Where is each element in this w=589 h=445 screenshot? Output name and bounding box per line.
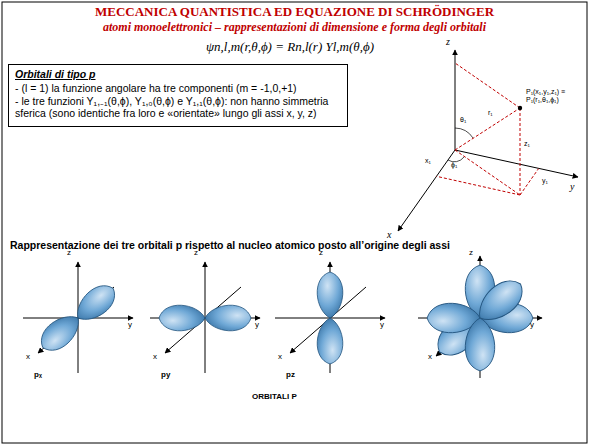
pz-orbital xyxy=(275,262,385,373)
axis-label: y xyxy=(255,320,259,329)
box-heading: Orbitali di tipo p xyxy=(15,68,341,81)
slide-subtitle: atomi monoelettronici – rappresentazioni… xyxy=(0,21,589,35)
coordinate-label: x₁ xyxy=(425,157,431,165)
wavefunction-formula: ψn,l,m(r,θ,ϕ) = Rn,l(r) Yl,m(θ,ϕ) xyxy=(160,40,420,55)
angle-label: θ₁ xyxy=(460,116,466,124)
px-orbital xyxy=(23,262,133,373)
point-label: P₁(x₁,y₁,z₁) ≡ P₁(r₁,θ₁,ϕ₁) xyxy=(526,88,586,104)
axis-label: z xyxy=(194,248,198,257)
combined-orbitals xyxy=(418,256,542,378)
axis-label: z xyxy=(319,248,323,257)
coordinate-label: y₁ xyxy=(542,177,548,185)
axis-label: x xyxy=(278,352,282,361)
radius-label: r₁ xyxy=(488,109,493,117)
orbital-name: pₓ xyxy=(34,370,42,379)
axis-label: x xyxy=(428,352,432,361)
axis-label: y xyxy=(380,320,384,329)
bullet-text: - (l = 1) la funzione angolare ha tre co… xyxy=(15,82,341,95)
slide-title: MECCANICA QUANTISTICA ED EQUAZIONE DI SC… xyxy=(0,5,589,20)
axis-label: y xyxy=(530,320,534,329)
axis-label: z xyxy=(446,36,450,48)
axis-label: z xyxy=(469,248,473,257)
axis-label: x xyxy=(387,229,391,241)
figure-caption: ORBITALI P xyxy=(252,392,297,401)
axis-label: y xyxy=(128,320,132,329)
axis-label: z xyxy=(67,248,71,257)
axis-label: x xyxy=(153,352,157,361)
axis-label: x xyxy=(26,352,30,361)
orbital-name: py xyxy=(161,370,170,379)
section-caption: Rappresentazione dei tre orbitali p risp… xyxy=(10,239,450,251)
coordinate-label: z₁ xyxy=(524,140,530,148)
coordinate-system xyxy=(398,50,578,231)
py-orbital xyxy=(150,262,260,373)
bullet-text: - le tre funzioni Y₁,₋₁(θ,ϕ), Y₁,₀(θ,ϕ) … xyxy=(15,95,341,121)
axis-label: y xyxy=(570,181,574,193)
text-box: Orbitali di tipo p- (l = 1) la funzione … xyxy=(8,64,348,127)
orbital-name: pz xyxy=(286,370,295,379)
angle-label: ϕ₁ xyxy=(451,161,457,169)
